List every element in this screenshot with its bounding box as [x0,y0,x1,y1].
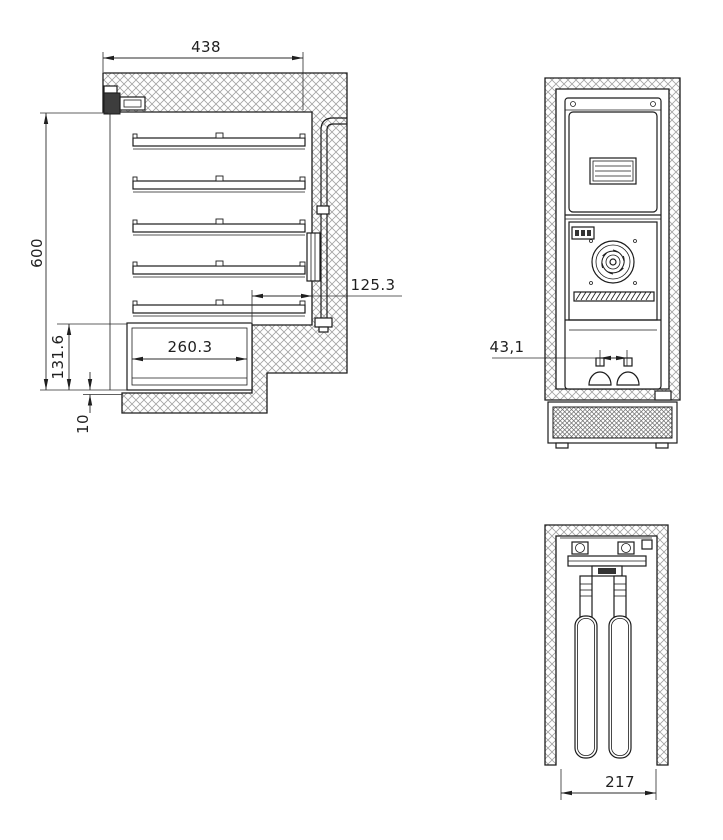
dim-label-438: 438 [191,38,221,56]
evaporator-block [306,232,321,282]
view-bottom: 217 [544,524,669,800]
filter-cylinder-right [608,615,632,759]
condenser-coil [573,291,655,302]
dim-43-1: 43,1 [490,338,628,366]
upper-door-panel [568,111,658,213]
dim-label-260-3: 260.3 [168,338,213,356]
view-side-section [102,72,348,414]
filter-neck-left [579,575,593,619]
refrigerant-pipe [314,117,347,333]
dim-125-3: 125.3 [251,276,402,322]
dim-label-43-1: 43,1 [490,338,525,356]
filter-neck-right [613,575,627,619]
vent-grille [589,157,637,185]
dim-label-600: 600 [28,238,46,268]
dim-260-3: 260.3 [132,338,247,362]
front-wall-hatch [544,77,681,401]
dim-600: 600 [28,112,127,391]
display-unit [571,226,595,240]
unit-front-panel [564,97,662,390]
hinge-detail [103,85,146,115]
top-manifold [560,537,653,577]
view-front: 43,1 [490,77,681,449]
dim-label-217: 217 [605,773,635,791]
condenser-grille [547,401,678,449]
dim-10: 10 [74,372,122,434]
dim-438: 438 [102,38,304,110]
dim-label-131-6: 131.6 [49,335,67,380]
dim-label-10: 10 [74,414,92,434]
bottom-wall-hatch [544,524,669,766]
dim-131-6: 131.6 [49,323,127,390]
insulated-wall-hatch [102,72,348,414]
side-outlet [654,390,672,401]
bottle-right [616,357,640,386]
filter-cylinder-left [574,615,598,759]
bottom-compartment [126,322,253,391]
dim-217: 217 [560,769,657,800]
fan-icon [589,239,637,285]
dim-label-125-3: 125.3 [351,276,396,294]
